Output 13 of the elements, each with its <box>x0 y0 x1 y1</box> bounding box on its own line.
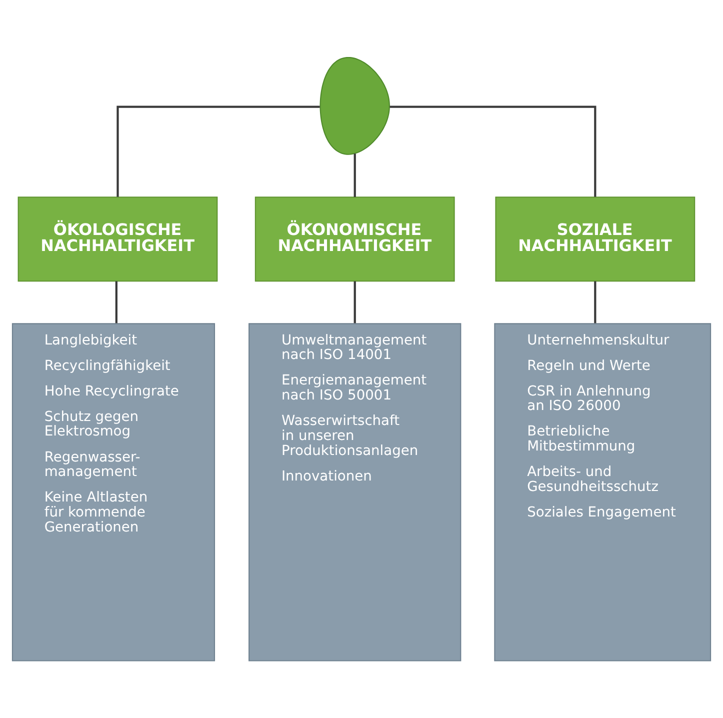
connector <box>354 154 356 198</box>
connector <box>115 281 118 324</box>
node-box: Langlebigkeit Recyclingfähigkeit Hohe Recyclingrate Schutz gegen Elektrosmog Regenwasser-management Keine Altlasten für kommende Generationen <box>12 323 216 662</box>
connector <box>594 281 596 324</box>
connector <box>390 106 596 197</box>
node-box: Unternehmenskultur Regeln und Werte CSR in Anlehnung an ISO 26000 Betriebliche Mitbestimmung Arbeits- und Gesundheitsschutz Soziales Engagement <box>494 323 712 662</box>
node-picture <box>320 56 390 155</box>
node-box: ÖKOLOGISCHE NACHHALTIGKEIT <box>18 196 218 282</box>
node-box: SOZIALE NACHHALTIGKEIT <box>495 196 696 282</box>
node-box: ÖKONOMISCHE NACHHALTIGKEIT <box>254 196 455 282</box>
connector <box>116 106 320 197</box>
node-box: Umweltmanagement nach ISO 14001 Energiemanagement nach ISO 50001 Wasserwirtschaft in unseren Produktionsanlagen Innovationen <box>248 323 462 662</box>
connector <box>354 281 356 324</box>
